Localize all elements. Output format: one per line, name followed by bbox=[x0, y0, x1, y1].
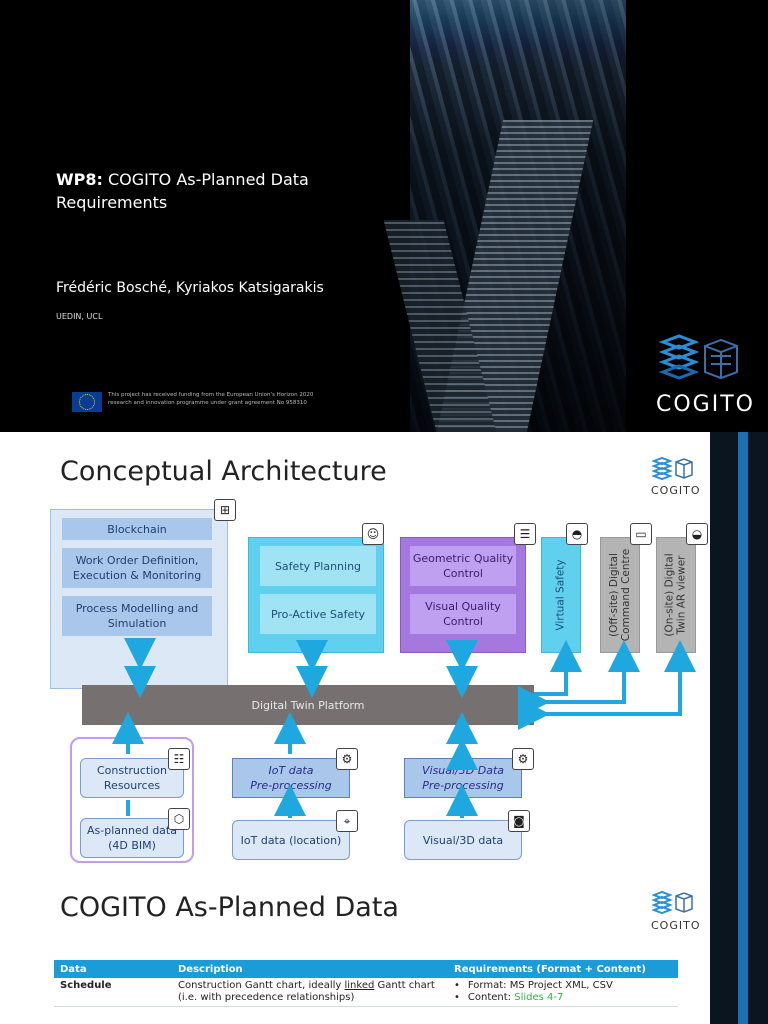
process-modelling-module: Process Modelling and Simulation bbox=[62, 596, 212, 636]
data-flow-arrows bbox=[112, 638, 696, 818]
camera-icon: ◙ bbox=[508, 810, 530, 832]
iot-data: IoT data (location) bbox=[232, 820, 350, 860]
table-row: Schedule Construction Gantt chart, ideal… bbox=[54, 978, 678, 1007]
as-planned-data: As-planned data (4D BIM) bbox=[80, 818, 184, 858]
blockchain-module: Blockchain bbox=[62, 518, 212, 540]
gears-icon: ⚙ bbox=[336, 748, 358, 770]
proactive-safety-module: Pro-Active Safety bbox=[260, 594, 376, 634]
affiliation: UEDIN, UCL bbox=[56, 312, 103, 321]
vr-headset-icon: ◓ bbox=[566, 523, 588, 545]
side-decoration bbox=[710, 864, 768, 1024]
location-icon: ⌖ bbox=[336, 810, 358, 832]
cogito-wordmark: COGITO bbox=[651, 919, 701, 932]
slide-title: WP8: COGITO As-Planned Data Requirements bbox=[56, 170, 309, 212]
virtual-safety-module: Virtual Safety bbox=[541, 537, 581, 653]
table-header-row: Data Description Requirements (Format + … bbox=[54, 960, 678, 978]
workflow-icon: ⊞ bbox=[214, 499, 236, 521]
gears-icon: ⚙ bbox=[512, 748, 534, 770]
cogito-logo-icon bbox=[652, 890, 693, 915]
cogito-logo-icon bbox=[658, 334, 738, 380]
cube-icon: ⬡ bbox=[168, 808, 190, 830]
column-header: Description bbox=[172, 960, 448, 978]
construction-resources: Construction Resources bbox=[80, 758, 184, 798]
funding-notice: This project has received funding from t… bbox=[108, 392, 314, 406]
cogito-logo-icon bbox=[652, 456, 693, 481]
ar-glasses-icon: ◒ bbox=[686, 523, 708, 545]
slides-link[interactable]: Slides 4-7 bbox=[514, 992, 564, 1003]
side-decoration bbox=[710, 432, 768, 864]
title-slide: WP8: COGITO As-Planned Data Requirements… bbox=[0, 0, 768, 432]
eu-flag-icon bbox=[72, 392, 102, 412]
slide-title: Conceptual Architecture bbox=[60, 456, 387, 487]
column-header: Data bbox=[54, 960, 172, 978]
clipboard-icon: ☷ bbox=[168, 748, 190, 770]
as-planned-data-slide: COGITO As-Planned Data COGITO Data Descr… bbox=[0, 864, 768, 1024]
checklist-icon: ☰ bbox=[514, 523, 536, 545]
requirements-cell: Format: MS Project XML, CSV Content: Sli… bbox=[448, 978, 678, 1007]
authors: Frédéric Bosché, Kyriakos Katsigarakis bbox=[56, 280, 324, 296]
safety-planning-module: Safety Planning bbox=[260, 546, 376, 586]
column-header: Requirements (Format + Content) bbox=[448, 960, 678, 978]
cogito-wordmark: COGITO bbox=[656, 392, 755, 417]
description-cell: Construction Gantt chart, ideally linked… bbox=[172, 978, 448, 1007]
cogito-wordmark: COGITO bbox=[651, 484, 701, 497]
slide-title: COGITO As-Planned Data bbox=[60, 892, 399, 923]
visual-data: Visual/3D data bbox=[404, 820, 522, 860]
monitor-icon: ▭ bbox=[630, 523, 652, 545]
work-order-module: Work Order Definition, Execution & Monit… bbox=[62, 548, 212, 588]
worker-icon: ☺ bbox=[362, 523, 384, 545]
building-photo bbox=[410, 0, 626, 432]
data-cell: Schedule bbox=[54, 978, 172, 1007]
geometric-qc-module: Geometric Quality Control bbox=[410, 546, 516, 586]
data-requirements-table: Data Description Requirements (Format + … bbox=[54, 960, 678, 1007]
visual-qc-module: Visual Quality Control bbox=[410, 594, 516, 634]
architecture-slide: Conceptual Architecture COGITO Blockchai… bbox=[0, 432, 768, 864]
